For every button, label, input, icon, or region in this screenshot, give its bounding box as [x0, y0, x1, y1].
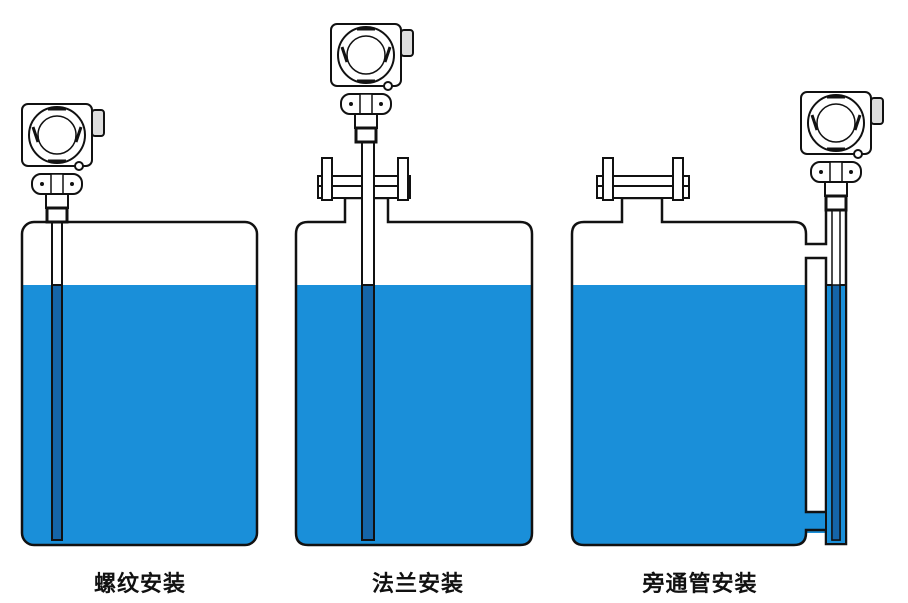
level-transmitter-icon [799, 90, 885, 212]
tank-flange [294, 22, 534, 547]
label-flange-installation: 法兰安装 [371, 572, 465, 597]
tank-bypass [570, 90, 885, 547]
label-bypass-installation: 旁通管安装 [642, 572, 758, 597]
label-threaded-installation: 螺纹安装 [93, 572, 187, 597]
level-transmitter-icon [329, 22, 415, 144]
level-transmitter-icon [20, 102, 106, 224]
tank-threaded [20, 102, 259, 547]
